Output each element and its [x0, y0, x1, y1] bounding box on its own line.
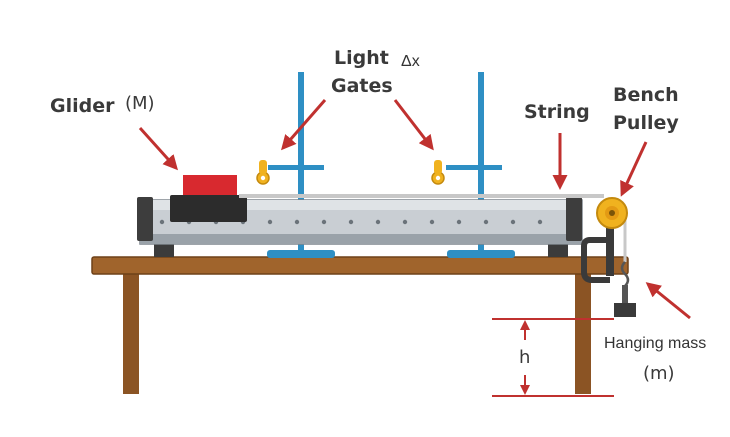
height-label: h	[519, 347, 531, 368]
track-hole	[402, 219, 408, 225]
bench-pulley-arrow	[620, 141, 648, 197]
glider-label: Glider	[50, 95, 115, 117]
hanging-mass-arrow	[645, 282, 691, 320]
height-indicator	[492, 318, 614, 397]
bench-pulley-label-line1: Bench	[613, 84, 679, 106]
glider-mass-symbol: (M)	[125, 93, 155, 114]
light-gate-right	[431, 160, 445, 185]
track-hole	[267, 219, 273, 225]
glider-arrow	[138, 126, 179, 171]
light-gates-label-line2: Gates	[331, 75, 393, 97]
track-foot-left	[154, 244, 174, 257]
light-gate-left	[256, 160, 270, 185]
light-gate-stand-left	[267, 72, 335, 258]
track-hole	[348, 219, 354, 225]
hanging-mass-symbol: (m)	[643, 363, 675, 384]
bench-pulley	[581, 197, 628, 283]
track-foot-right	[548, 244, 568, 257]
track-hole	[429, 219, 435, 225]
track-hole	[456, 219, 462, 225]
light-gate-stand-right	[446, 72, 515, 258]
delta-x-label: Δx	[401, 53, 420, 70]
track-hole	[321, 219, 327, 225]
light-gates-arrow-left	[281, 99, 327, 151]
light-gates-arrow-right	[393, 99, 434, 151]
hanging-mass-label: Hanging mass	[604, 335, 707, 352]
table	[91, 256, 629, 394]
light-gates-label-line1: Light	[334, 47, 389, 69]
track-hole	[159, 219, 165, 225]
glider	[170, 175, 247, 222]
track-hole	[483, 219, 489, 225]
track-hole	[294, 219, 300, 225]
bench-pulley-label-line2: Pulley	[613, 112, 679, 134]
hanging-mass	[614, 261, 636, 317]
string-label: String	[524, 101, 590, 123]
track-hole	[375, 219, 381, 225]
track-hole	[510, 219, 516, 225]
track-hole	[537, 219, 543, 225]
